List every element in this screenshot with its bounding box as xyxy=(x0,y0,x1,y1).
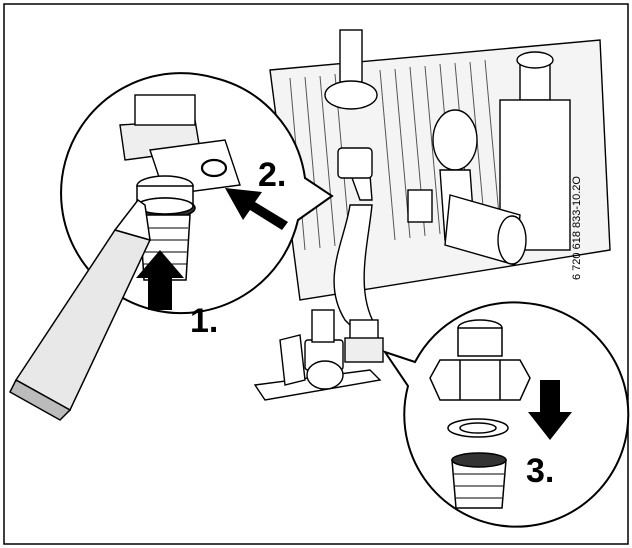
lower-bracket xyxy=(253,309,382,401)
figure-code: 6 720 618 833-10.2O xyxy=(571,176,583,280)
step-2-label: 2. xyxy=(258,156,286,194)
step-3-label: 3. xyxy=(526,452,554,490)
threaded-fitting xyxy=(134,175,196,281)
step-1-label: 1. xyxy=(190,302,218,340)
flex-hose xyxy=(333,147,384,363)
arrow-down-icon xyxy=(528,380,572,440)
grease-tube xyxy=(9,198,152,421)
detail-circle-nut xyxy=(382,301,630,528)
nut-and-washer-detail xyxy=(429,319,531,509)
arrow-up-icon xyxy=(136,250,184,310)
arrow-diagonal-icon xyxy=(225,188,288,230)
